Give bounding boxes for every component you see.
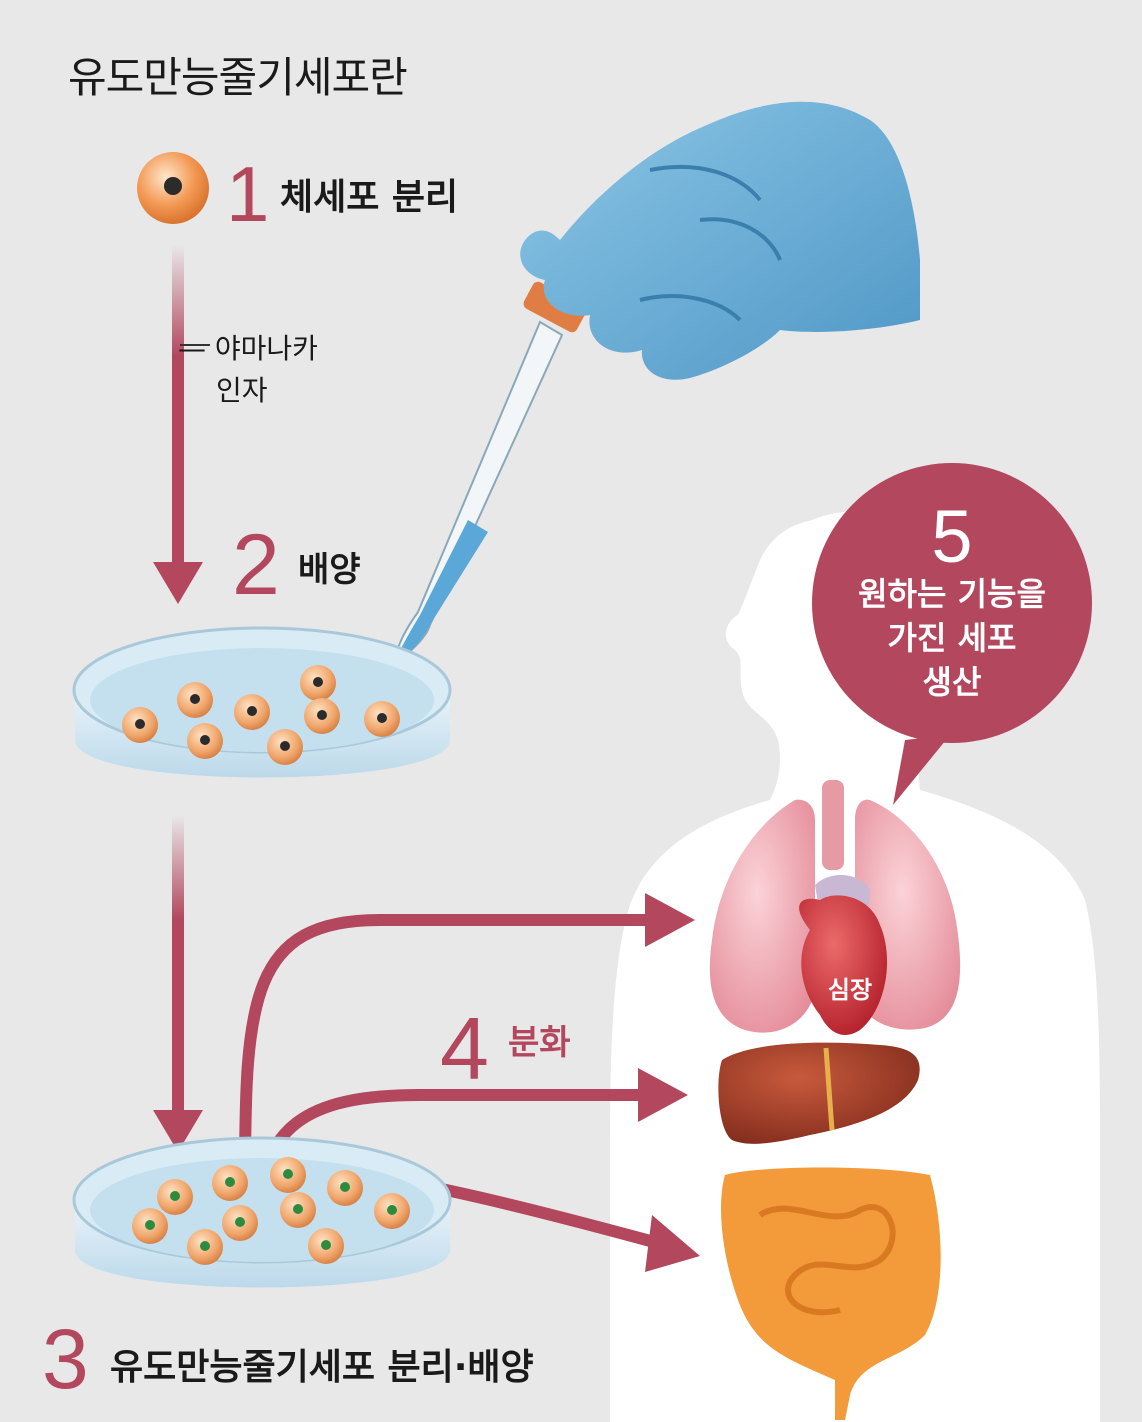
yamanaka-factor-line-1: — 야마나카 <box>178 332 318 365</box>
liver <box>718 1042 920 1144</box>
step-1-number: 1 <box>226 150 270 238</box>
step-5-label-line-2: 가진 세포 <box>887 619 1017 657</box>
step-5-number: 5 <box>931 495 973 578</box>
step-1-label: 체세포 분리 <box>280 177 459 218</box>
yamanaka-factor-label: — 야마나카 인자 <box>178 328 318 412</box>
dish-2-ips-cells <box>132 1157 410 1265</box>
callout-bubble <box>812 463 1092 805</box>
heart-label: 심장 <box>827 976 873 1004</box>
yamanaka-factor-line-2: 인자 <box>216 374 268 407</box>
step-4-label: 분화 <box>508 1023 571 1063</box>
page-title: 유도만능줄기세포란 <box>68 53 408 102</box>
heart <box>799 874 888 1035</box>
somatic-cell <box>137 152 209 224</box>
step-5-label: 원하는 기능을 가진 세포 생산 <box>822 572 1082 704</box>
intestines <box>721 1167 941 1420</box>
step-4-number: 4 <box>440 999 489 1098</box>
step-5-label-line-3: 생산 <box>922 663 982 701</box>
arrow-step2-to-step3 <box>153 815 203 1152</box>
step-2-label: 배양 <box>298 550 361 590</box>
pipette <box>384 281 587 681</box>
step-3-number: 3 <box>42 1312 89 1406</box>
gloved-hand <box>520 101 920 380</box>
arrow-step1-to-step2 <box>153 245 210 604</box>
petri-dish-1 <box>72 626 452 778</box>
dish-1-cells <box>122 665 400 765</box>
step-5-label-line-1: 원하는 기능을 <box>858 575 1046 613</box>
step-3-label: 유도만능줄기세포 분리·배양 <box>110 1347 534 1388</box>
step-2-number: 2 <box>232 517 280 613</box>
arrowheads <box>638 893 700 1272</box>
